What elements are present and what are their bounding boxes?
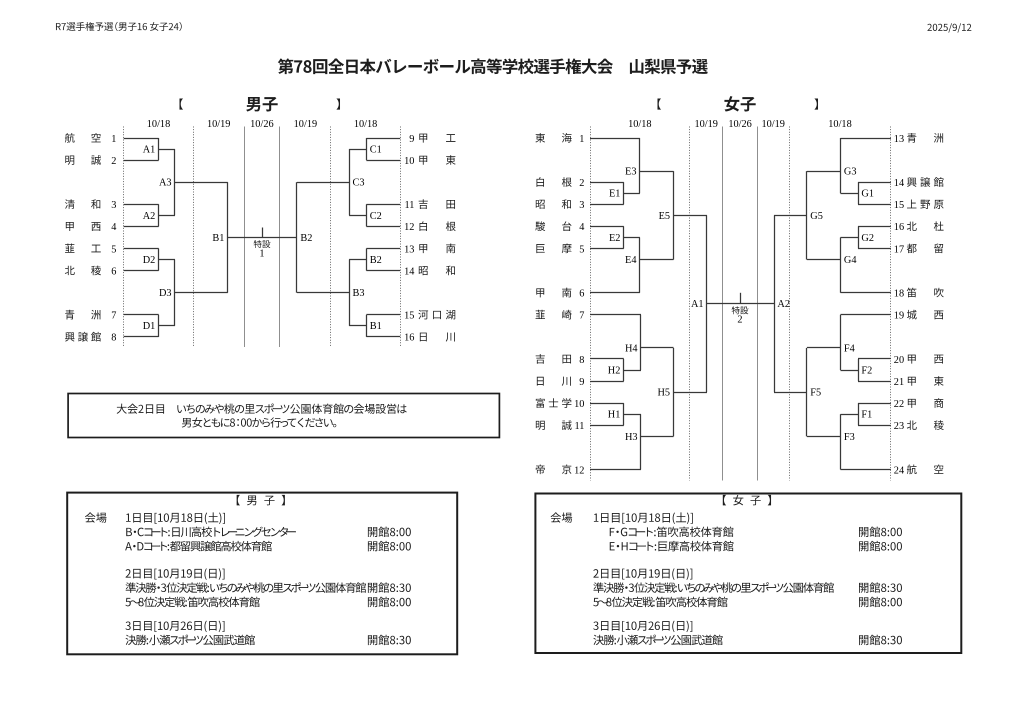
- svg-text:G5: G5: [810, 211, 823, 222]
- svg-text:10/18: 10/18: [828, 119, 851, 130]
- svg-text:9: 9: [409, 134, 414, 145]
- svg-text:24: 24: [894, 465, 904, 476]
- svg-text:3: 3: [579, 200, 584, 211]
- svg-text:D1: D1: [143, 321, 156, 332]
- svg-text:10/18: 10/18: [147, 119, 170, 130]
- svg-text:A1: A1: [691, 299, 704, 310]
- svg-text:12: 12: [404, 222, 414, 233]
- svg-text:D3: D3: [159, 288, 172, 299]
- svg-text:22: 22: [894, 399, 904, 410]
- svg-text:1: 1: [111, 134, 116, 145]
- svg-text:H2: H2: [608, 365, 621, 376]
- svg-text:F2: F2: [861, 365, 872, 376]
- svg-text:3: 3: [111, 200, 116, 211]
- svg-text:16: 16: [894, 222, 904, 233]
- svg-text:G3: G3: [844, 167, 857, 178]
- svg-text:B2: B2: [370, 255, 382, 266]
- svg-text:7: 7: [111, 311, 116, 322]
- svg-text:A2: A2: [777, 299, 790, 310]
- svg-text:B3: B3: [353, 288, 365, 299]
- svg-text:13: 13: [894, 134, 904, 145]
- svg-text:6: 6: [579, 289, 584, 300]
- svg-text:1: 1: [579, 134, 584, 145]
- svg-text:17: 17: [894, 244, 904, 255]
- svg-text:2: 2: [111, 156, 116, 167]
- svg-text:8: 8: [111, 333, 116, 344]
- svg-text:10/18: 10/18: [628, 119, 651, 130]
- svg-text:10/26: 10/26: [250, 119, 273, 130]
- svg-text:2: 2: [579, 178, 584, 189]
- svg-text:B2: B2: [300, 233, 312, 244]
- svg-text:14: 14: [894, 178, 904, 189]
- svg-text:11: 11: [404, 200, 414, 211]
- svg-text:A2: A2: [143, 211, 156, 222]
- svg-text:H4: H4: [625, 343, 638, 354]
- svg-text:23: 23: [894, 421, 904, 432]
- svg-text:13: 13: [404, 244, 414, 255]
- svg-text:12: 12: [574, 465, 584, 476]
- svg-text:A1: A1: [143, 145, 156, 156]
- svg-text:10/19: 10/19: [694, 119, 717, 130]
- svg-text:10/19: 10/19: [294, 119, 317, 130]
- svg-text:H5: H5: [658, 388, 671, 399]
- svg-text:C1: C1: [370, 145, 382, 156]
- svg-text:E1: E1: [609, 189, 620, 200]
- svg-text:C2: C2: [370, 211, 382, 222]
- svg-text:16: 16: [404, 333, 414, 344]
- svg-text:11: 11: [574, 421, 584, 432]
- svg-text:10/19: 10/19: [207, 119, 230, 130]
- svg-text:F5: F5: [810, 388, 821, 399]
- svg-text:H1: H1: [608, 410, 621, 421]
- svg-text:H3: H3: [625, 432, 638, 443]
- svg-text:C3: C3: [353, 178, 365, 189]
- svg-text:10: 10: [574, 399, 584, 410]
- svg-text:20: 20: [894, 355, 904, 366]
- svg-text:G2: G2: [861, 233, 874, 244]
- svg-text:A3: A3: [159, 178, 172, 189]
- svg-text:10: 10: [404, 156, 414, 167]
- svg-text:10/26: 10/26: [728, 119, 751, 130]
- svg-text:18: 18: [894, 289, 904, 300]
- svg-text:4: 4: [111, 222, 116, 233]
- svg-text:F3: F3: [844, 432, 855, 443]
- svg-text:6: 6: [111, 266, 116, 277]
- svg-text:E4: E4: [625, 255, 636, 266]
- svg-text:B1: B1: [212, 233, 224, 244]
- svg-text:8: 8: [579, 355, 584, 366]
- svg-text:F1: F1: [861, 410, 872, 421]
- svg-text:5: 5: [111, 244, 116, 255]
- svg-text:14: 14: [404, 266, 414, 277]
- svg-text:10/18: 10/18: [354, 119, 377, 130]
- svg-text:2: 2: [737, 315, 742, 326]
- svg-text:7: 7: [579, 311, 584, 322]
- svg-text:G1: G1: [861, 189, 874, 200]
- svg-text:E5: E5: [659, 211, 670, 222]
- svg-text:G4: G4: [844, 255, 857, 266]
- svg-text:4: 4: [579, 222, 584, 233]
- svg-text:19: 19: [894, 311, 904, 322]
- svg-text:15: 15: [894, 200, 904, 211]
- svg-text:D2: D2: [143, 255, 156, 266]
- svg-text:10/19: 10/19: [761, 119, 784, 130]
- svg-text:B1: B1: [370, 321, 382, 332]
- svg-text:F4: F4: [844, 343, 855, 354]
- svg-text:1: 1: [259, 248, 264, 259]
- svg-text:9: 9: [579, 377, 584, 388]
- svg-text:E2: E2: [609, 233, 620, 244]
- svg-text:5: 5: [579, 244, 584, 255]
- svg-text:15: 15: [404, 311, 414, 322]
- svg-text:21: 21: [894, 377, 904, 388]
- svg-text:E3: E3: [625, 167, 636, 178]
